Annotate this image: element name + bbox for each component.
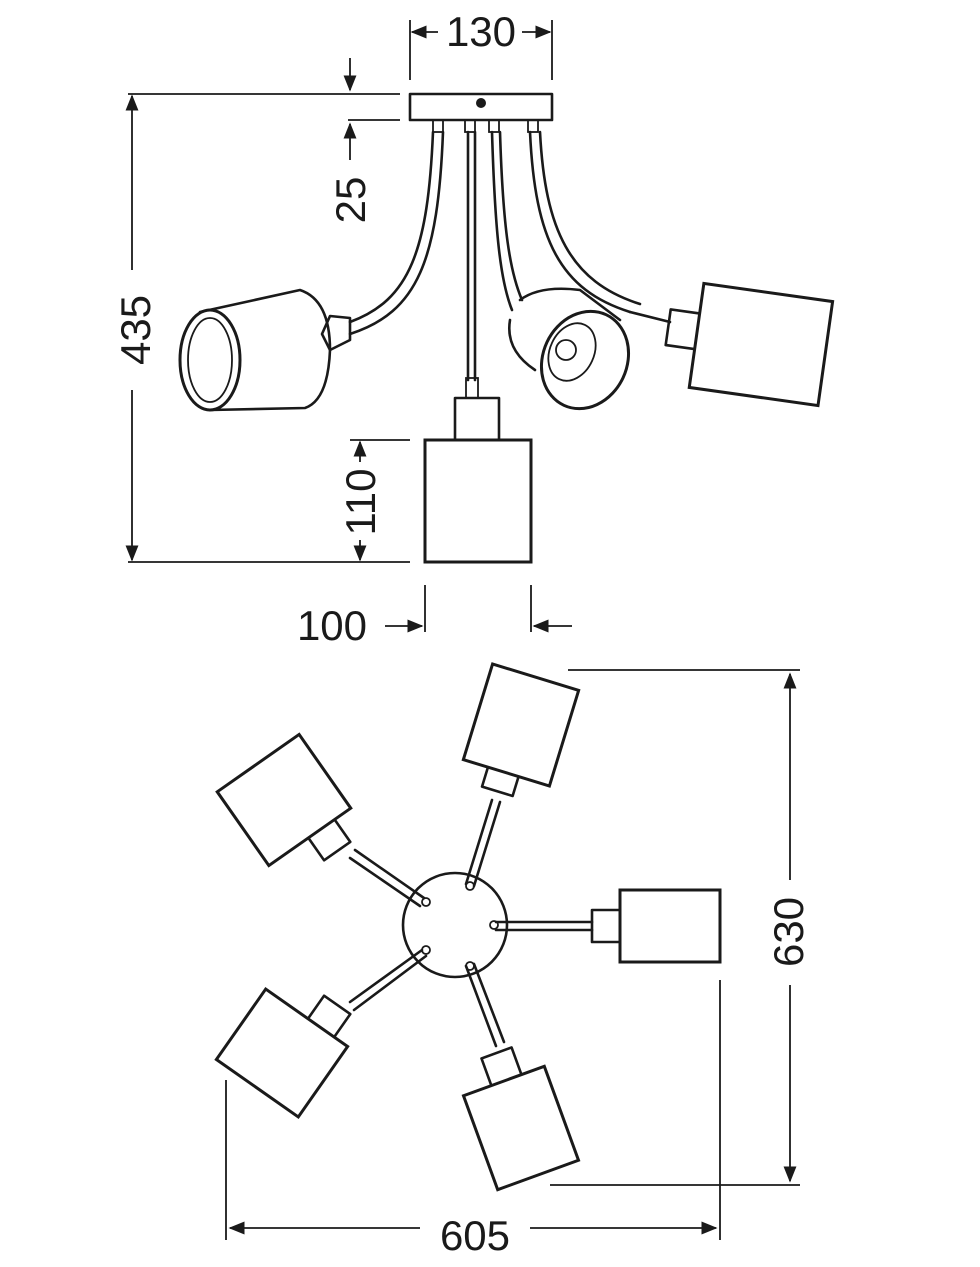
top-dimensions: 630 605 — [225, 669, 812, 1259]
top-shade-upper-left — [215, 732, 353, 868]
top-shade-top — [461, 662, 581, 788]
side-view — [178, 92, 835, 564]
side-shade-center — [423, 438, 533, 564]
top-shade-lower-right — [461, 1064, 581, 1192]
dim-canopy-height: 25 — [327, 177, 374, 224]
dim-overall-depth: 630 — [765, 897, 812, 967]
center-socket — [453, 396, 501, 442]
dim-canopy-width: 130 — [446, 8, 516, 55]
side-shade-right-inner — [507, 287, 631, 411]
top-shade-lower-left — [214, 987, 350, 1119]
side-dimensions: 130 25 435 110 100 — [112, 8, 572, 649]
top-shade-right — [618, 888, 722, 964]
top-canopy — [401, 871, 509, 979]
canopy-plate — [408, 92, 554, 122]
dim-shade-height: 110 — [337, 469, 384, 536]
dim-shade-width: 100 — [297, 602, 367, 649]
top-view — [214, 662, 722, 1192]
canopy-screw-icon — [476, 98, 486, 108]
side-shade-right-outer — [687, 281, 835, 408]
side-shade-left — [178, 288, 332, 412]
dim-overall-width: 605 — [440, 1212, 510, 1259]
dim-total-height: 435 — [112, 295, 159, 365]
